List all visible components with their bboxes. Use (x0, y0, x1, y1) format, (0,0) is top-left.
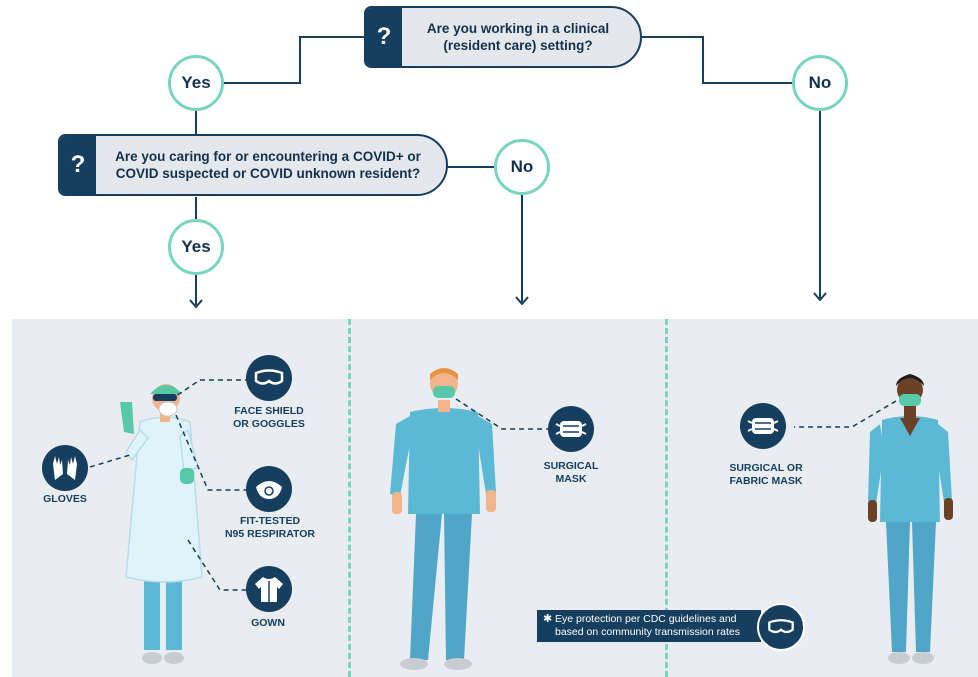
fabric-mask-worker-illustration (868, 374, 953, 664)
connector-q1-no (640, 36, 792, 84)
n95-respirator-icon (256, 481, 282, 499)
surgical-mask-icon-badge (548, 406, 594, 452)
surgical-mask-icon-badge (740, 403, 786, 449)
arrow-down-icon (189, 299, 203, 308)
question-covid-resident-text: Are you caring for or encountering a COV… (115, 149, 421, 181)
n95-respirator-label: FIT-TESTED N95 RESPIRATOR (224, 515, 316, 540)
answer-no-clinical: No (792, 55, 848, 111)
goggles-icon (768, 619, 794, 634)
gloves-connector (90, 454, 131, 468)
answer-yes-covid: Yes (168, 219, 224, 275)
gloves-icon (53, 456, 77, 480)
eye-protection-note: ✱ Eye protection per CDC guidelines and … (537, 610, 761, 642)
question-icon: ? (366, 8, 402, 66)
full-ppe-worker-illustration (120, 384, 203, 664)
gown-label: GOWN (251, 617, 285, 629)
gown-icon (255, 577, 283, 602)
connector-q1-yes (224, 36, 366, 84)
arrow-down-icon (515, 296, 529, 305)
eye-protection-note-text: Eye protection per CDC guidelines and ba… (555, 613, 740, 638)
question-clinical-setting-text: Are you working in a clinical (resident … (426, 21, 610, 53)
surgical-mask-connector (455, 398, 548, 430)
arrow-down-icon (813, 292, 827, 301)
surgical-mask-worker-illustration (390, 368, 496, 670)
gloves-icon-badge (42, 445, 88, 491)
surgical-mask-label: SURGICAL MASK (543, 460, 599, 485)
surgical-mask-icon (555, 421, 587, 437)
question-icon: ? (60, 136, 96, 194)
goggles-icon-badge (757, 603, 805, 651)
fabric-mask-label: SURGICAL OR FABRIC MASK (729, 462, 803, 487)
goggles-icon (254, 369, 284, 385)
fabric-mask-connector (794, 400, 897, 428)
gloves-label: GLOVES (43, 493, 87, 505)
face-shield-label: FACE SHIELD OR GOGGLES (233, 405, 305, 430)
asterisk-icon: ✱ (543, 613, 553, 625)
goggles-icon-badge (246, 355, 292, 401)
answer-yes-clinical: Yes (168, 55, 224, 111)
panel-divider-right (665, 319, 668, 677)
answer-no-covid: No (494, 139, 550, 195)
ppe-connectors (169, 379, 248, 591)
question-clinical-setting: ? Are you working in a clinical (residen… (364, 6, 642, 68)
gown-icon-badge (246, 566, 292, 612)
panel-divider-left (348, 319, 351, 677)
surgical-mask-icon (747, 418, 779, 434)
question-covid-resident: ? Are you caring for or encountering a C… (58, 134, 448, 196)
n95-icon-badge (246, 466, 292, 512)
